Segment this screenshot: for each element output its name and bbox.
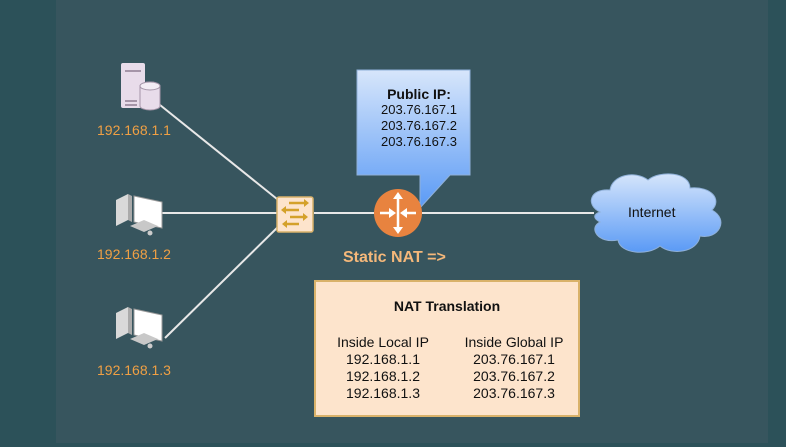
desktop-pc-icon[interactable] xyxy=(116,307,163,349)
host-ip-label: 192.168.1.1 xyxy=(97,122,171,138)
internet-label: Internet xyxy=(628,204,676,220)
table-cell: 192.168.1.1 xyxy=(346,351,420,367)
inside-local-column: Inside Local IP 192.168.1.1 192.168.1.2 … xyxy=(324,334,442,402)
table-cell: 203.76.167.1 xyxy=(473,351,555,367)
public-ip-item: 203.76.167.2 xyxy=(381,118,457,133)
nat-translation-table: NAT Translation Inside Local IP 192.168.… xyxy=(314,280,580,417)
table-cell: 192.168.1.2 xyxy=(346,368,420,384)
switch-icon[interactable] xyxy=(276,196,314,233)
link-server-switch xyxy=(159,104,283,204)
table-cell: 192.168.1.3 xyxy=(346,385,420,401)
host-ip-label: 192.168.1.2 xyxy=(97,246,171,262)
public-ip-list: Public IP: 203.76.167.1 203.76.167.2 203… xyxy=(360,86,478,150)
column-header: Inside Global IP xyxy=(464,334,564,350)
inside-global-column: Inside Global IP 203.76.167.1 203.76.167… xyxy=(456,334,572,402)
public-ip-item: 203.76.167.3 xyxy=(381,134,457,149)
nat-table-title: NAT Translation xyxy=(393,298,501,314)
server-database-icon[interactable] xyxy=(121,63,161,111)
static-nat-label: Static NAT => xyxy=(343,249,446,266)
table-cell: 203.76.167.2 xyxy=(473,368,555,384)
public-ip-item: 203.76.167.1 xyxy=(381,102,457,117)
host-ip-label: 192.168.1.3 xyxy=(97,362,171,378)
links xyxy=(159,104,594,339)
public-ip-title: Public IP: xyxy=(387,86,451,102)
public-ip-callout xyxy=(356,69,471,210)
column-header: Inside Local IP xyxy=(337,334,429,350)
internet-cloud-icon[interactable] xyxy=(590,173,722,253)
router-icon[interactable] xyxy=(374,189,422,237)
link-pc3-switch xyxy=(164,222,283,339)
desktop-pc-icon[interactable] xyxy=(116,194,163,236)
table-cell: 203.76.167.3 xyxy=(473,385,555,401)
